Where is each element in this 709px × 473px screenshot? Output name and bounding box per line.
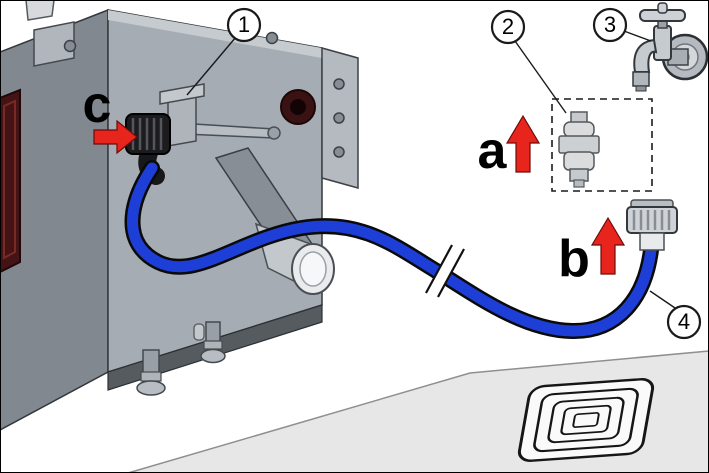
callout-1-number: 1 (238, 12, 250, 37)
water-tap (632, 2, 709, 92)
panel-bolt (63, 39, 77, 53)
drain-ring (572, 412, 600, 428)
tap-nozzle (632, 71, 650, 87)
leg-nut (203, 340, 223, 350)
leveling-foot (200, 348, 226, 364)
flange-bolt (333, 112, 345, 124)
callout-4-circle (666, 304, 702, 340)
rod-end (267, 126, 281, 140)
outlet-pipe-opening (299, 251, 327, 287)
coupling-collar (639, 232, 665, 251)
valve-lower-body (563, 151, 595, 171)
leveling-foot (136, 380, 166, 396)
hose-break-mark (437, 248, 465, 298)
callout-1-leader (186, 36, 237, 96)
callout-1-circle (226, 7, 262, 43)
drain-ring (560, 404, 612, 436)
callout-3-leader (623, 30, 652, 42)
check-valve (558, 111, 600, 188)
callout-2-number: 2 (502, 14, 514, 39)
step-label-b: b (558, 230, 590, 288)
valve-dashed-outline (551, 98, 653, 192)
flange-bolt (333, 78, 345, 90)
callout-3-number: 3 (604, 12, 616, 37)
callout-4-leader (649, 290, 679, 311)
leg-nut (140, 371, 162, 382)
tap-handle-knob (657, 2, 668, 14)
valve-hex-nut (558, 135, 600, 154)
drain-ring (517, 378, 655, 462)
drain-hose-tube (127, 162, 657, 337)
appliance-panel-slot-inner (3, 99, 16, 260)
hose-coupling (626, 199, 678, 251)
coupling-nut-ribs (632, 210, 671, 230)
callout-3-circle (592, 7, 628, 43)
drain-ring (533, 387, 639, 453)
bracket-flange (159, 83, 205, 105)
hose-break-mark (425, 244, 453, 294)
hose-break-gap (426, 245, 464, 297)
tap-body (653, 25, 672, 61)
floor-edge (127, 350, 709, 473)
arrow-a-up (505, 114, 541, 173)
step-label-c: c (83, 76, 112, 134)
callout-4-number: 4 (678, 309, 690, 334)
step-label-a: a (478, 122, 508, 180)
drain-ring (547, 396, 625, 444)
valve-tip (573, 179, 585, 188)
floor-drain (517, 378, 655, 462)
top-bracket (33, 21, 75, 67)
drain-hose (124, 160, 659, 340)
top-tab (25, 0, 55, 21)
appliance-top-edge (108, 10, 322, 58)
valve-upper-body (563, 121, 595, 138)
flange-bolt (333, 146, 345, 158)
gasket-hole (290, 99, 306, 115)
arrow-b-up (590, 216, 626, 275)
callout-2-circle (490, 9, 526, 45)
hose-clip (193, 323, 205, 341)
callout-2-leader (514, 40, 567, 114)
tap-nozzle-tip (635, 85, 647, 92)
panel-bolt (265, 31, 279, 45)
arrow-c-right (93, 119, 138, 155)
valve-bottom-nipple (569, 168, 589, 182)
